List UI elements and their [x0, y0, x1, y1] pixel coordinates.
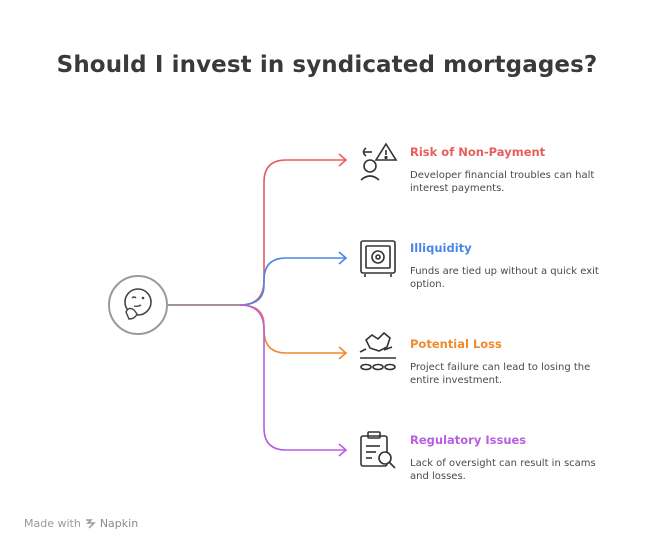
branch-arrow-3: [338, 346, 348, 360]
branch-connector-2: [168, 257, 345, 306]
napkin-logo-icon: [85, 519, 96, 529]
crumbling-coins-icon: [359, 331, 396, 371]
branch-arrow-1: [338, 153, 348, 167]
item-title-loss: Potential Loss: [410, 337, 502, 351]
branch-connector-4: [168, 304, 345, 451]
footer-brand[interactable]: Napkin: [99, 517, 139, 530]
clipboard-search-icon: [360, 431, 396, 469]
warning-person-icon: [360, 142, 398, 181]
item-title-regulatory: Regulatory Issues: [410, 433, 527, 447]
footer-prefix: Made with: [24, 517, 81, 530]
branch-arrow-4: [338, 443, 348, 457]
footer: Made with Napkin: [24, 517, 138, 530]
item-desc-loss: Project failure can lead to losing the e…: [410, 362, 591, 386]
branch-connector-1: [168, 159, 345, 306]
item-desc-regulatory: Lack of oversight can result in scams an…: [410, 458, 596, 482]
thinking-face-icon: [108, 275, 168, 335]
branch-connector-3: [168, 304, 345, 354]
item-title-risk: Risk of Non-Payment: [410, 145, 546, 159]
branch-arrow-2: [338, 251, 348, 265]
item-title-illiquidity: Illiquidity: [410, 241, 472, 255]
item-desc-illiquidity: Funds are tied up without a quick exit o…: [410, 266, 599, 290]
item-desc-risk: Developer financial troubles can halt in…: [410, 170, 595, 194]
page-title: Should I invest in syndicated mortgages?: [56, 52, 598, 78]
safe-icon: [360, 240, 396, 277]
